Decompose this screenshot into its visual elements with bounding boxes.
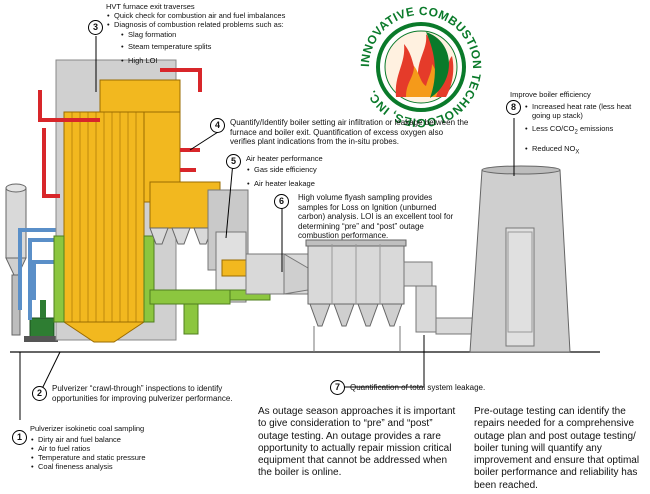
- intro-paragraph-left: As outage season approaches it is import…: [258, 406, 456, 479]
- callout-1: Pulverizer isokinetic coal sampling Dirt…: [30, 424, 200, 471]
- callout-marker-4: 4: [210, 118, 225, 133]
- callout-marker-8: 8: [506, 100, 521, 115]
- callout-3-item: Quick check for combustion air and fuel …: [106, 11, 346, 20]
- callout-8-item: Reduced NOX: [524, 144, 648, 158]
- precipitator: [305, 239, 407, 352]
- callout-8-item: Less CO/CO2 emissions: [524, 124, 648, 138]
- callout-1-item: Coal fineness analysis: [30, 462, 200, 471]
- callout-8-nox-text: Reduced NOX: [532, 143, 580, 156]
- callout-7: Quantification of total system leakage.: [350, 383, 486, 392]
- callout-2: Pulverizer “crawl-through” inspections t…: [52, 384, 233, 403]
- callout-5-item: Gas side efficiency: [246, 165, 366, 174]
- callout-8-co-text: Less CO/CO2 emissions: [532, 124, 614, 136]
- callout-3-item: Diagnosis of combustion related problems…: [106, 20, 346, 29]
- callout-marker-7: 7: [330, 380, 345, 395]
- steam-pipes: [38, 68, 202, 198]
- callout-3-subitem: Slag formation: [120, 30, 346, 39]
- callout-8: Improve boiler efficiency Increased heat…: [508, 90, 648, 157]
- callout-1-title: Pulverizer isokinetic coal sampling: [30, 424, 145, 433]
- callout-6: High volume flyash sampling provides sam…: [298, 193, 454, 240]
- cold-air-pipes: [18, 228, 60, 320]
- company-logo: INNOVATIVE COMBUSTION TECHNOLOGIES, INC.: [358, 4, 484, 130]
- boiler-furnace: [62, 79, 181, 343]
- air-ducts: [149, 289, 271, 335]
- callout-3-subitem: Steam temperature splits: [120, 42, 346, 51]
- callout-marker-2: 2: [32, 386, 47, 401]
- waterwall-panels: [53, 235, 155, 323]
- callout-leaders: [19, 36, 515, 420]
- callout-5-item: Air heater leakage: [246, 179, 366, 188]
- callout-marker-1: 1: [12, 430, 27, 445]
- callout-1-item: Dirty air and fuel balance: [30, 435, 200, 444]
- callout-marker-6: 6: [274, 194, 289, 209]
- callout-8-title: Improve boiler efficiency: [510, 90, 591, 99]
- coal-silo: [5, 183, 27, 336]
- callout-3-subitem: High LOI: [120, 56, 346, 65]
- callout-4: Quantify/Identify boiler setting air inf…: [230, 118, 469, 146]
- callout-marker-5: 5: [226, 154, 241, 169]
- pulverizer: [24, 300, 58, 342]
- callout-3: HVT furnace exit traverses Quick check f…: [106, 2, 346, 65]
- callout-1-item: Air to fuel ratios: [30, 444, 200, 453]
- callout-3-title: HVT furnace exit traverses: [106, 2, 195, 11]
- callout-8-item: Increased heat rate (less heat going up …: [524, 102, 648, 120]
- leaf-icon: [426, 32, 450, 98]
- stack: [469, 165, 571, 353]
- callout-5-title: Air heater performance: [246, 154, 323, 163]
- callout-marker-3: 3: [88, 20, 103, 35]
- intro-paragraph-right: Pre-outage testing can identify the repa…: [474, 406, 640, 491]
- air-heater: [207, 189, 249, 303]
- callout-5: Air heater performance Gas side efficien…: [246, 154, 366, 188]
- flue-duct: [245, 253, 309, 295]
- callout-1-item: Temperature and static pressure: [30, 453, 200, 462]
